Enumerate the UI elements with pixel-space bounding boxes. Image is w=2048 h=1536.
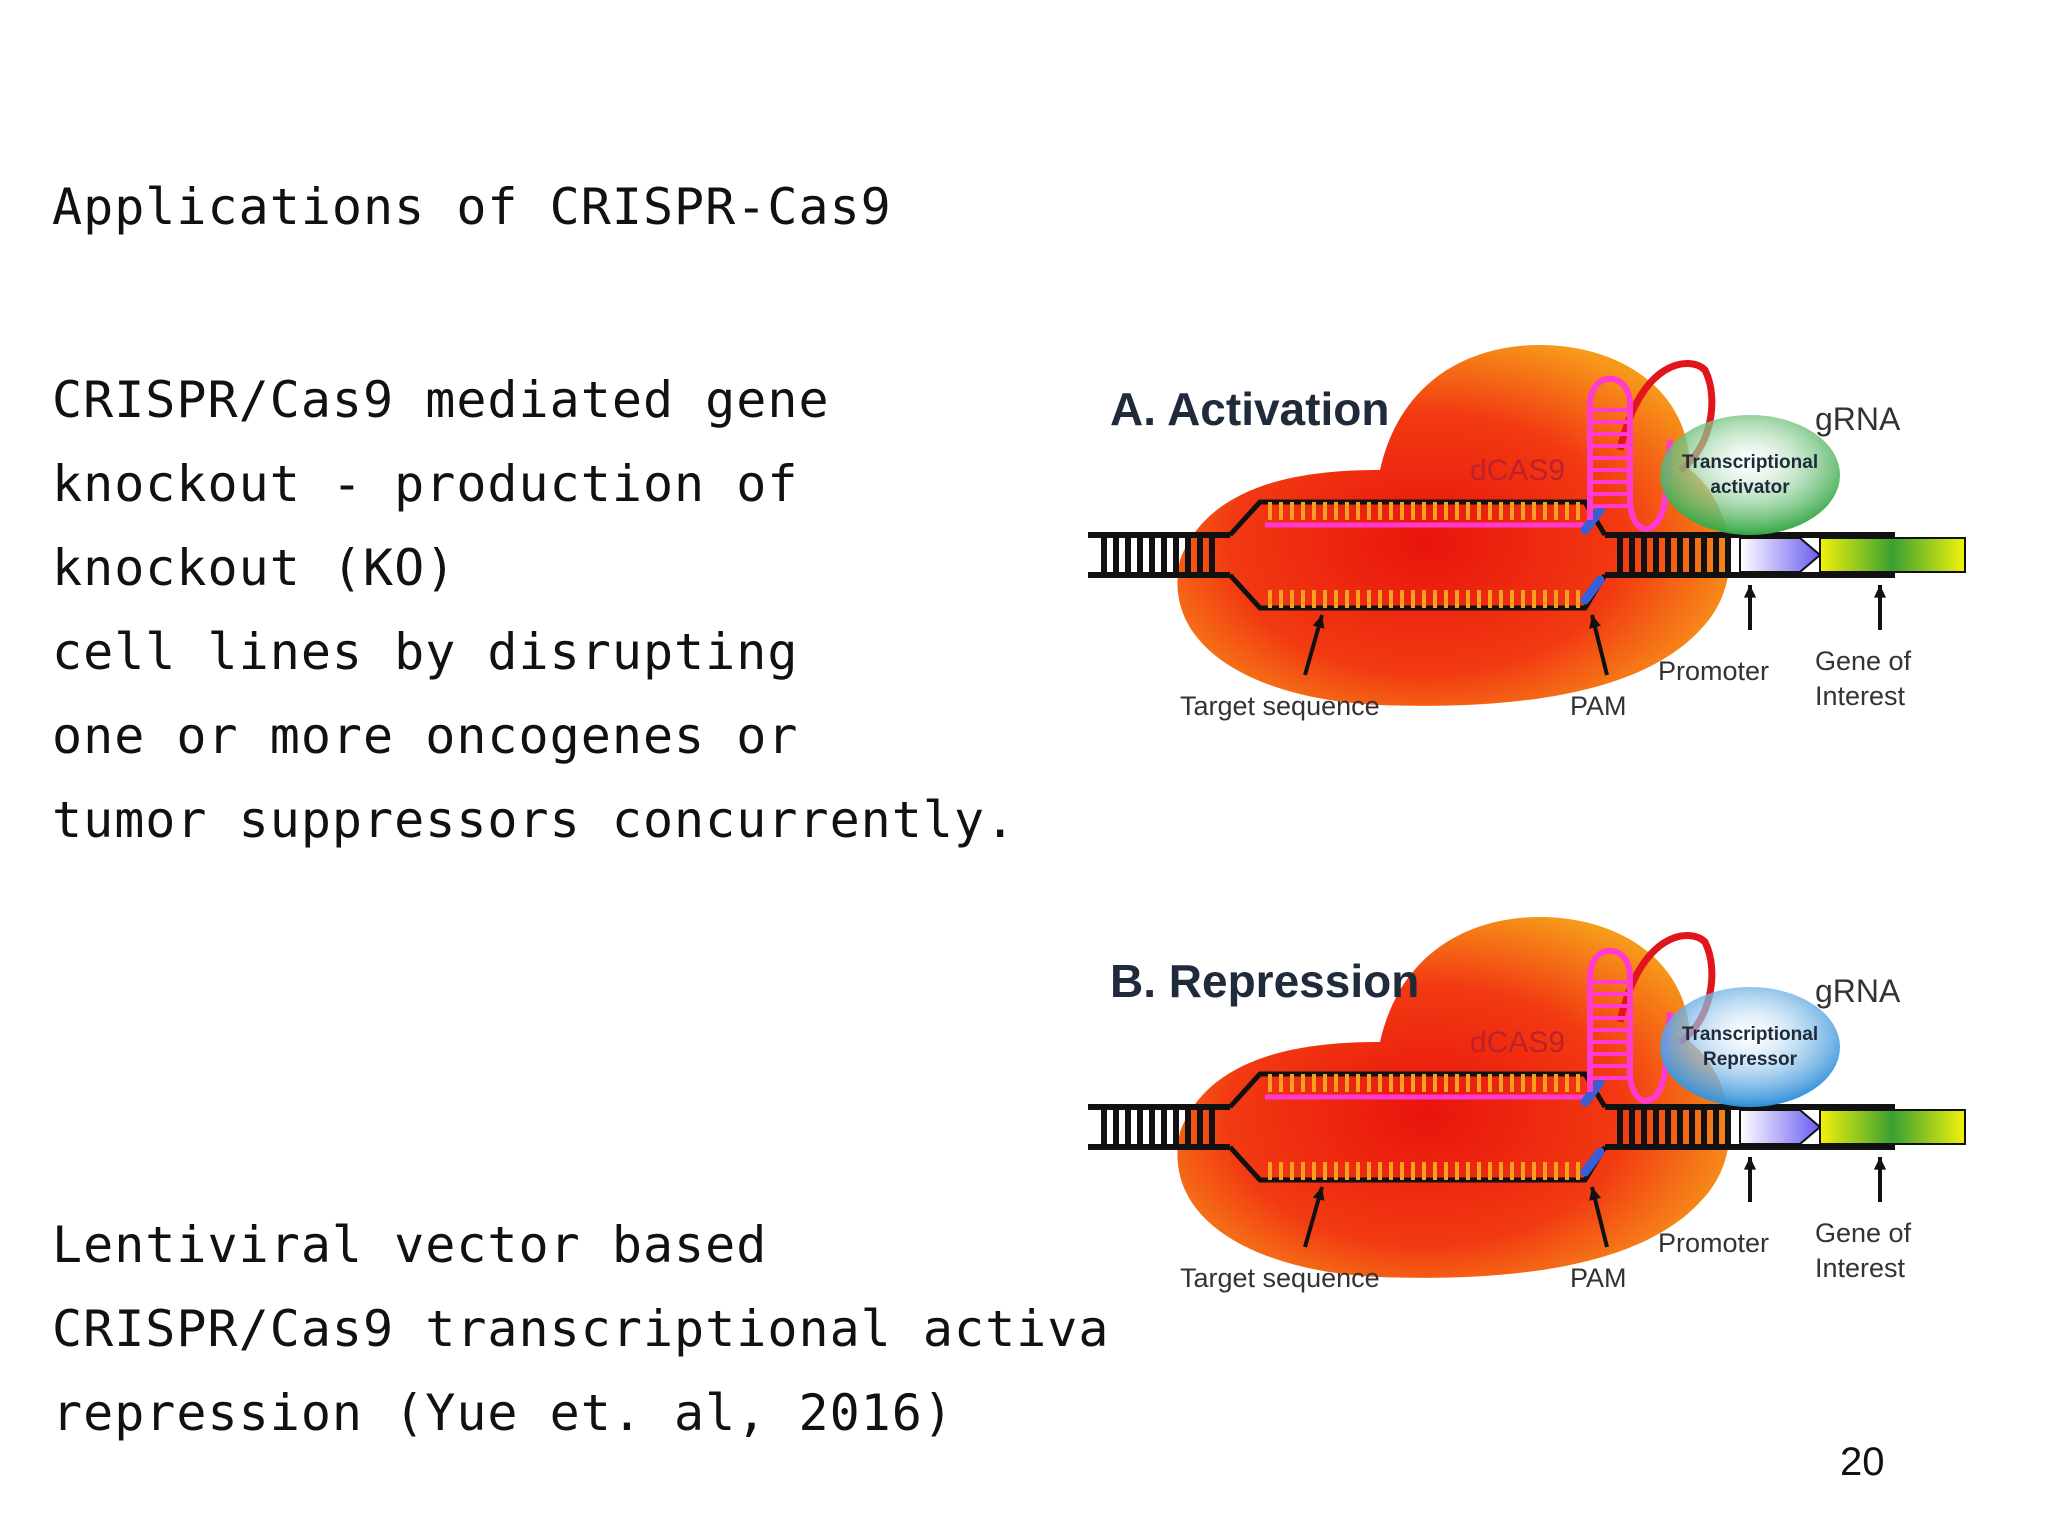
effector-label: activator xyxy=(1710,477,1790,498)
activation-panel: Transcriptional activator A. Activation dCA… xyxy=(1080,330,2020,870)
target-sequence-label: Target sequence xyxy=(1180,691,1380,721)
panel-heading: A. Activation xyxy=(1110,383,1389,435)
promoter-block xyxy=(1739,1109,1822,1145)
promoter-arrow xyxy=(1743,585,1757,630)
panel-heading: B. Repression xyxy=(1110,955,1419,1007)
pam-label: PAM xyxy=(1570,691,1627,721)
crispr-activation-repression-figure: Transcriptional activator A. Activation dCA… xyxy=(1080,330,2020,1530)
effector-label: Repressor xyxy=(1703,1049,1798,1070)
gene-block xyxy=(1819,537,1966,573)
dcas9-label: dCAS9 xyxy=(1470,454,1565,487)
gene-of-interest-label: Interest xyxy=(1815,681,1906,711)
target-sequence-label: Target sequence xyxy=(1180,1263,1380,1293)
target-arrow xyxy=(1303,614,1325,676)
paragraph-line: CRISPR/Cas9 mediated gene xyxy=(52,371,830,429)
grna-label: gRNA xyxy=(1815,973,1901,1009)
gene-arrow xyxy=(1873,1157,1887,1202)
dna-strand xyxy=(1088,1071,1895,1183)
pam-arrow xyxy=(1589,614,1609,676)
gene-of-interest-label: Gene of xyxy=(1815,1218,1912,1248)
paragraph-line: Lentiviral vector based xyxy=(52,1216,768,1274)
gene-arrow xyxy=(1873,585,1887,630)
paragraph-line: tumor suppressors concurrently. xyxy=(52,791,1017,849)
paragraph-line: CRISPR/Cas9 transcriptional activa xyxy=(52,1300,1110,1358)
effector-label: Transcriptional xyxy=(1682,452,1818,473)
pam-label: PAM xyxy=(1570,1263,1627,1293)
gene-of-interest-label: Gene of xyxy=(1815,646,1912,676)
target-arrow xyxy=(1303,1186,1325,1248)
paragraph-line: repression (Yue et. al, 2016) xyxy=(52,1384,954,1442)
page-number: 20 xyxy=(1840,1440,1885,1484)
knockout-paragraph: CRISPR/Cas9 mediated gene knockout - pro… xyxy=(52,358,1016,862)
pam-arrow xyxy=(1589,1186,1609,1248)
pam-mark xyxy=(1580,1147,1605,1177)
promoter-block xyxy=(1739,537,1822,573)
paragraph-line: cell lines by disrupting xyxy=(52,623,799,681)
grna-hairpin xyxy=(1587,947,1673,1104)
slide-title: Applications of CRISPR-Cas9 xyxy=(52,178,892,236)
effector-domain: Transcriptional activator xyxy=(1660,415,1840,535)
grna-hairpin xyxy=(1587,375,1673,532)
promoter-label: Promoter xyxy=(1658,1228,1769,1258)
lentiviral-paragraph: Lentiviral vector based CRISPR/Cas9 tran… xyxy=(52,1203,1110,1455)
gene-of-interest-label: Interest xyxy=(1815,1253,1906,1283)
paragraph-line: one or more oncogenes or xyxy=(52,707,799,765)
paragraph-line: knockout - production of xyxy=(52,455,799,513)
diagram-svg: Transcriptional activator A. Activation dCA… xyxy=(1088,345,1966,721)
dcas9-label: dCAS9 xyxy=(1470,1026,1565,1059)
gene-block xyxy=(1819,1109,1966,1145)
paragraph-line: knockout (KO) xyxy=(52,539,457,597)
promoter-label: Promoter xyxy=(1658,656,1769,686)
promoter-arrow xyxy=(1743,1157,1757,1202)
pam-mark xyxy=(1580,575,1605,605)
grna-label: gRNA xyxy=(1815,401,1901,437)
effector-label: Transcriptional xyxy=(1682,1024,1818,1045)
